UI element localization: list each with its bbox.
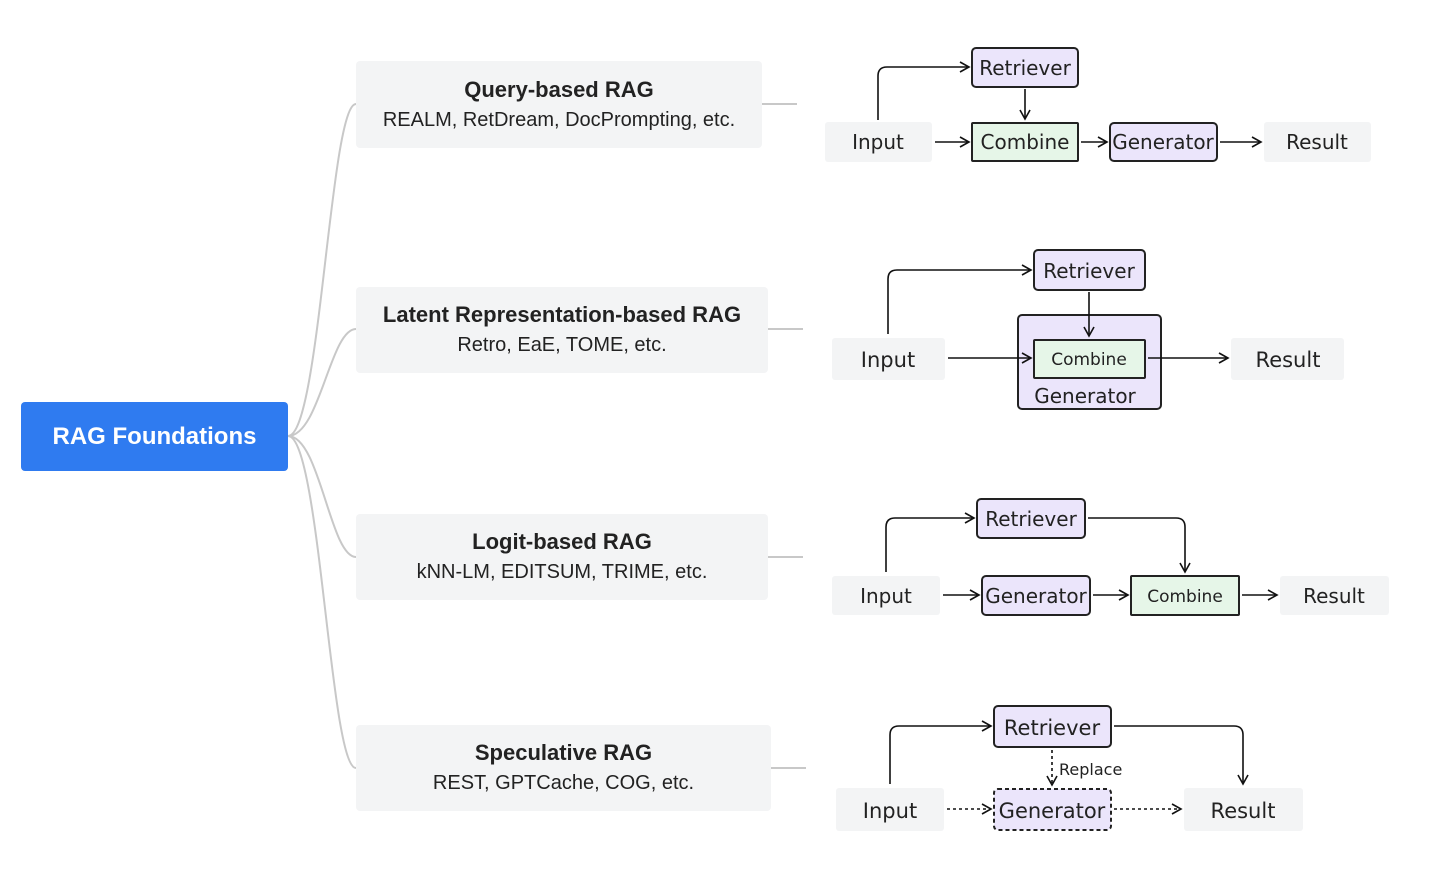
input-label: Input [861,348,915,372]
category-examples: REALM, RetDream, DocPrompting, etc. [382,108,736,131]
input-label: Input [860,584,912,608]
retriever-label: Retriever [979,56,1071,80]
combine-label: Combine [981,130,1070,154]
generator-label: Generator [985,584,1087,608]
generator-node [993,788,1112,831]
generator-node [981,575,1091,616]
query-based-diagram: Input Retriever Combine Generator Result [825,47,1371,162]
root-node: RAG Foundations [21,402,288,471]
input-node [836,788,944,831]
retriever-node [976,498,1086,539]
result-label: Result [1286,130,1348,154]
result-node [1184,788,1303,831]
combine-label: Combine [1147,587,1223,607]
category-examples: REST, GPTCache, COG, etc. [432,772,695,794]
input-label: Input [863,799,917,823]
category-title: Speculative RAG [474,740,653,765]
retriever-node [971,47,1079,88]
combine-node [971,122,1079,162]
generator-label: Generator [1034,384,1136,408]
tree-connectors [287,103,806,769]
generator-label: Generator [999,799,1106,823]
category-examples: Retro, EaE, TOME, etc. [457,334,667,356]
retriever-label: Retriever [1004,716,1101,740]
generator-node [1109,122,1218,162]
category-speculative: Speculative RAG REST, GPTCache, COG, etc… [356,725,771,811]
retriever-label: Retriever [985,507,1077,531]
category-latent-based: Latent Representation-based RAG Retro, E… [356,287,768,373]
combine-node [1130,575,1240,616]
result-label: Result [1211,799,1276,823]
category-title: Latent Representation-based RAG [382,302,742,327]
speculative-diagram: Input Retriever Generator Result Replace [836,705,1303,831]
generator-label: Generator [1112,130,1214,154]
replace-label: Replace [1059,760,1122,779]
input-node [832,576,940,615]
result-node [1231,338,1344,380]
category-examples: kNN-LM, EDITSUM, TRIME, etc. [416,561,708,583]
logit-based-diagram: Input Retriever Generator Combine Result [832,498,1389,616]
input-node [832,338,945,380]
category-title: Logit-based RAG [472,529,652,554]
category-query-based: Query-based RAG REALM, RetDream, DocProm… [356,61,762,148]
category-logit-based: Logit-based RAG kNN-LM, EDITSUM, TRIME, … [356,514,768,600]
result-label: Result [1303,584,1365,608]
combine-label: Combine [1051,350,1127,370]
result-label: Result [1256,348,1321,372]
input-label: Input [852,130,904,154]
result-node [1264,122,1371,162]
retriever-node [993,705,1112,748]
category-title: Query-based RAG [464,76,654,102]
result-node [1280,576,1389,615]
latent-based-diagram: Input Retriever Combine Generator Result [832,249,1344,410]
root-label: RAG Foundations [52,422,257,450]
input-node [825,122,932,162]
combine-node [1033,339,1146,379]
retriever-node [1033,249,1146,291]
retriever-label: Retriever [1043,259,1135,283]
